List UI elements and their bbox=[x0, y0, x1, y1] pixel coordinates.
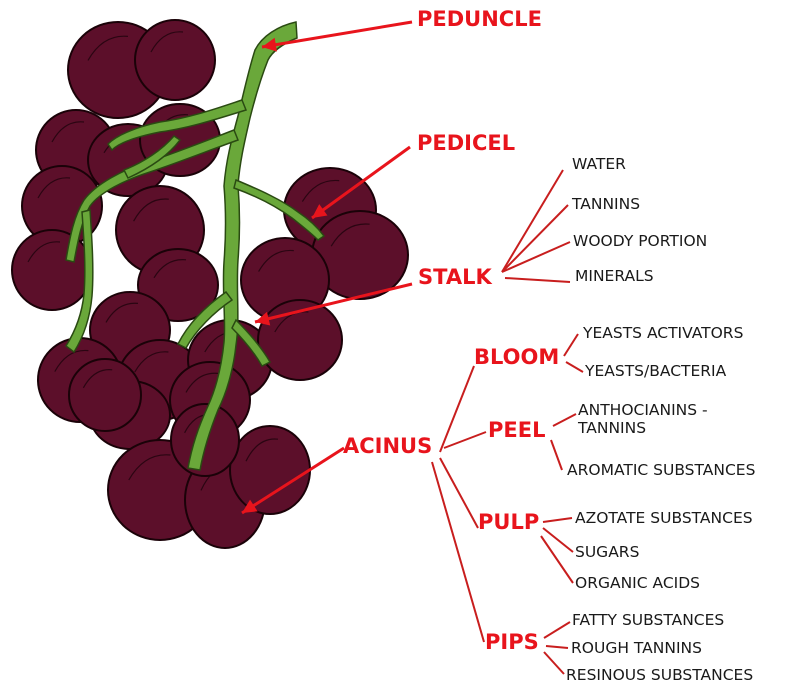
connector-line bbox=[543, 528, 573, 552]
label-pulp: PULP bbox=[478, 512, 539, 533]
pips-component: RESINOUS SUBSTANCES bbox=[566, 667, 753, 685]
stalk-component: WATER bbox=[572, 156, 626, 174]
connector-line bbox=[502, 242, 570, 272]
pulp-component: AZOTATE SUBSTANCES bbox=[575, 510, 753, 528]
connector-line bbox=[553, 414, 576, 426]
connector-line bbox=[440, 458, 478, 528]
pulp-component: ORGANIC ACIDS bbox=[575, 575, 700, 593]
peel-component: AROMATIC SUBSTANCES bbox=[567, 462, 755, 480]
label-bloom: BLOOM bbox=[474, 347, 559, 368]
pulp-component: SUGARS bbox=[575, 544, 639, 562]
label-stalk: STALK bbox=[418, 267, 492, 288]
label-peduncle: PEDUNCLE bbox=[417, 9, 542, 30]
pips-component: ROUGH TANNINS bbox=[571, 640, 702, 658]
peel-component: ANTHOCIANINS - TANNINS bbox=[578, 402, 710, 438]
connector-line bbox=[541, 536, 573, 583]
connector-line bbox=[566, 362, 583, 372]
connector-line bbox=[543, 518, 572, 522]
connector-line bbox=[544, 622, 570, 638]
grape-berries bbox=[12, 20, 408, 548]
stalk-component: TANNINS bbox=[572, 196, 640, 214]
label-pips: PIPS bbox=[485, 632, 539, 653]
connector-line bbox=[444, 432, 486, 448]
connector-line bbox=[546, 646, 568, 648]
pips-component: FATTY SUBSTANCES bbox=[572, 612, 724, 630]
connector-line bbox=[502, 170, 563, 272]
connector-line bbox=[551, 440, 562, 470]
bloom-component: YEASTS ACTIVATORS bbox=[583, 325, 743, 343]
connector-line bbox=[432, 462, 484, 642]
connector-line bbox=[564, 334, 578, 356]
label-acinus: ACINUS bbox=[343, 436, 432, 457]
bloom-component: YEASTS/BACTERIA bbox=[585, 363, 726, 381]
label-pedicel: PEDICEL bbox=[417, 133, 515, 154]
connector-line bbox=[544, 652, 564, 674]
stalk-component: MINERALS bbox=[575, 268, 654, 286]
connector-line bbox=[505, 278, 570, 282]
stalk-component: WOODY PORTION bbox=[573, 233, 707, 251]
label-peel: PEEL bbox=[488, 420, 545, 441]
